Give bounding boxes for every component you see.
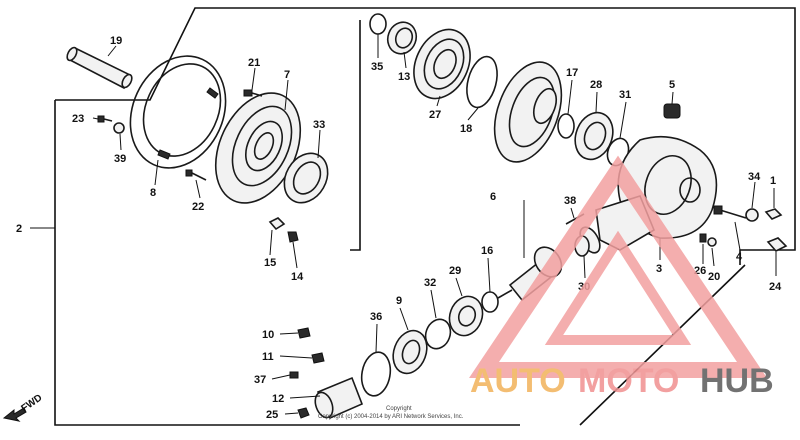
watermark-logo: AUTO MOTO HUB — [469, 155, 774, 400]
label-part-13: 13 — [398, 71, 410, 83]
part-brake-ring — [129, 55, 227, 169]
label-part-23: 23 — [72, 113, 84, 125]
watermark-auto: AUTO — [470, 362, 566, 400]
label-part-5: 5 — [669, 79, 675, 91]
part-gear-9 — [360, 329, 428, 397]
label-part-35: 35 — [371, 61, 383, 73]
fwd-label: FWD — [19, 392, 44, 414]
part-ring-gear — [493, 61, 563, 163]
label-part-20: 20 — [708, 271, 720, 283]
part-bolts-small — [97, 89, 263, 181]
label-part-4: 4 — [736, 251, 743, 263]
label-part-29: 29 — [449, 265, 461, 277]
part-small-left — [289, 327, 325, 379]
label-part-38: 38 — [564, 195, 576, 207]
part-circlip-18 — [466, 55, 498, 109]
label-part-32: 32 — [424, 277, 436, 289]
copyright-line-2: Copyright (c) 2004-2014 by ARI Network S… — [318, 414, 464, 420]
label-part-24: 24 — [769, 281, 782, 293]
label-part-16: 16 — [481, 245, 493, 257]
part-bearing-stack — [557, 111, 630, 167]
part-seal-ring — [283, 152, 329, 204]
label-part-10: 10 — [262, 329, 274, 341]
part-labels: 19 21 7 33 23 39 8 22 2 15 14 35 13 27 1… — [16, 35, 782, 421]
label-part-6: 6 — [490, 191, 496, 203]
label-part-25: 25 — [266, 409, 278, 421]
leader-lines — [92, 34, 777, 415]
label-part-12: 12 — [272, 393, 284, 405]
part-coupling-12 — [297, 376, 364, 420]
label-part-39: 39 — [114, 153, 126, 165]
label-part-31: 31 — [619, 89, 631, 101]
label-part-14: 14 — [291, 271, 304, 283]
part-right-hardware — [699, 205, 788, 252]
label-part-17: 17 — [566, 67, 578, 79]
label-part-11: 11 — [262, 351, 274, 363]
label-part-9: 9 — [396, 295, 402, 307]
copyright-line-1: Copyright — [386, 406, 412, 412]
label-part-27: 27 — [429, 109, 441, 121]
label-part-7: 7 — [284, 69, 290, 81]
watermark-triangle — [469, 155, 767, 378]
label-part-15: 15 — [264, 257, 276, 269]
part-flange-plate — [214, 92, 302, 204]
part-shaft-pin — [66, 46, 133, 90]
label-part-28: 28 — [590, 79, 602, 91]
label-part-34: 34 — [748, 171, 761, 183]
label-part-8: 8 — [150, 187, 156, 199]
label-part-33: 33 — [313, 119, 325, 131]
label-part-3: 3 — [656, 263, 662, 275]
fwd-arrow: FWD — [2, 392, 44, 422]
label-part-2: 2 — [16, 223, 22, 235]
copyright-block: Copyright Copyright (c) 2004-2014 by ARI… — [318, 406, 464, 420]
label-part-22: 22 — [192, 201, 204, 213]
part-cap-5 — [663, 103, 681, 119]
watermark-hub: HUB — [700, 362, 774, 400]
label-part-1: 1 — [770, 175, 776, 187]
label-part-19: 19 — [110, 35, 122, 47]
part-top-row — [369, 13, 471, 100]
label-part-36: 36 — [370, 311, 382, 323]
part-washer-15-14 — [268, 217, 299, 243]
watermark-moto: MOTO — [578, 362, 679, 400]
label-part-18: 18 — [460, 123, 472, 135]
label-part-21: 21 — [248, 57, 260, 69]
label-part-37: 37 — [254, 374, 266, 386]
